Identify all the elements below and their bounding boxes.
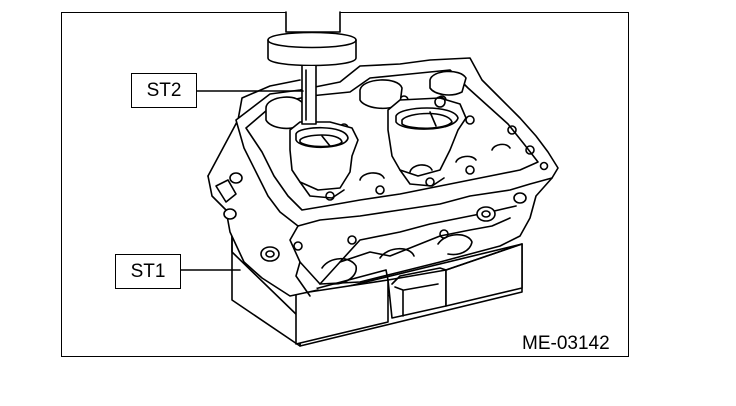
st1-support-stand <box>231 231 523 347</box>
st2-press-tool <box>267 11 357 125</box>
callout-st2: ST2 <box>131 73 197 108</box>
figure-code: ME-03142 <box>522 333 610 354</box>
callout-st1: ST1 <box>115 254 181 289</box>
